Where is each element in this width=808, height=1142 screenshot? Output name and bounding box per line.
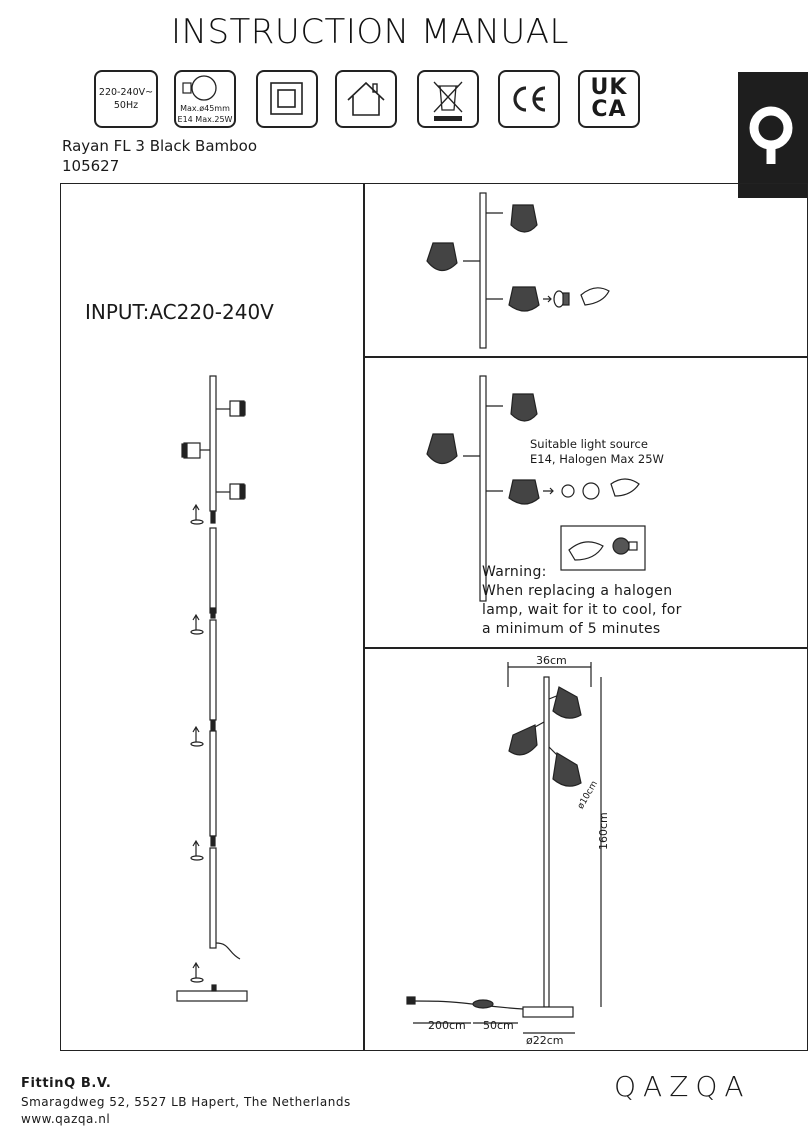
switch-distance-dimension: 50cm	[483, 1019, 514, 1032]
qazqa-wordmark: QAZQA	[614, 1070, 751, 1103]
bulb-glyph-icon	[182, 75, 217, 101]
brand-tab	[738, 72, 808, 198]
voltage-line2: 50Hz	[113, 100, 139, 111]
dimensions-drawing	[406, 662, 602, 1034]
base-diameter-dimension: ø22cm	[526, 1034, 564, 1047]
page-title: INSTRUCTION MANUAL	[171, 12, 569, 52]
light-source-line1: Suitable light source	[530, 437, 648, 451]
ce-mark-icon	[498, 70, 560, 128]
light-source-line2: E14, Halogen Max 25W	[530, 452, 664, 466]
assembly-panel	[60, 183, 365, 1051]
voltage-line1: 220-240V~	[98, 87, 154, 98]
cable-length-dimension: 200cm	[428, 1019, 466, 1032]
indoor-use-icon	[335, 70, 397, 128]
shade-install-drawing	[426, 192, 610, 349]
bulb-line2: E14 Max.25W	[177, 115, 233, 124]
product-name: Rayan FL 3 Black Bamboo	[62, 137, 258, 155]
warning-title: Warning:	[482, 564, 547, 580]
input-voltage-label: INPUT:AC220-240V	[85, 300, 274, 324]
voltage-icon: 220-240V~ 50Hz	[94, 70, 158, 128]
width-dimension: 36cm	[536, 654, 567, 667]
warning-line1: When replacing a halogen	[482, 583, 673, 599]
assembly-exploded-drawing	[176, 375, 248, 1002]
bulb-line1: Max.ø45mm	[180, 104, 230, 113]
height-dimension: 160cm	[597, 812, 610, 850]
bulb-install-drawing	[426, 375, 646, 602]
ukca-mark-icon: UK CA	[578, 70, 640, 128]
ukca-line2: CA	[591, 97, 627, 122]
company-name: FittinQ B.V.	[21, 1076, 112, 1091]
warning-line3: a minimum of 5 minutes	[482, 621, 661, 637]
warning-line2: lamp, wait for it to cool, for	[482, 602, 682, 618]
product-code: 105627	[62, 157, 120, 175]
qazqa-q-logo-icon	[749, 106, 793, 164]
company-website[interactable]: www.qazqa.nl	[21, 1112, 111, 1126]
ukca-line1: UK	[590, 75, 628, 100]
company-address: Smaragdweg 52, 5527 LB Hapert, The Nethe…	[21, 1095, 351, 1109]
bulb-spec-icon: Max.ø45mm E14 Max.25W	[174, 70, 236, 128]
class-ii-icon	[256, 70, 318, 128]
weee-bin-icon	[417, 70, 479, 128]
